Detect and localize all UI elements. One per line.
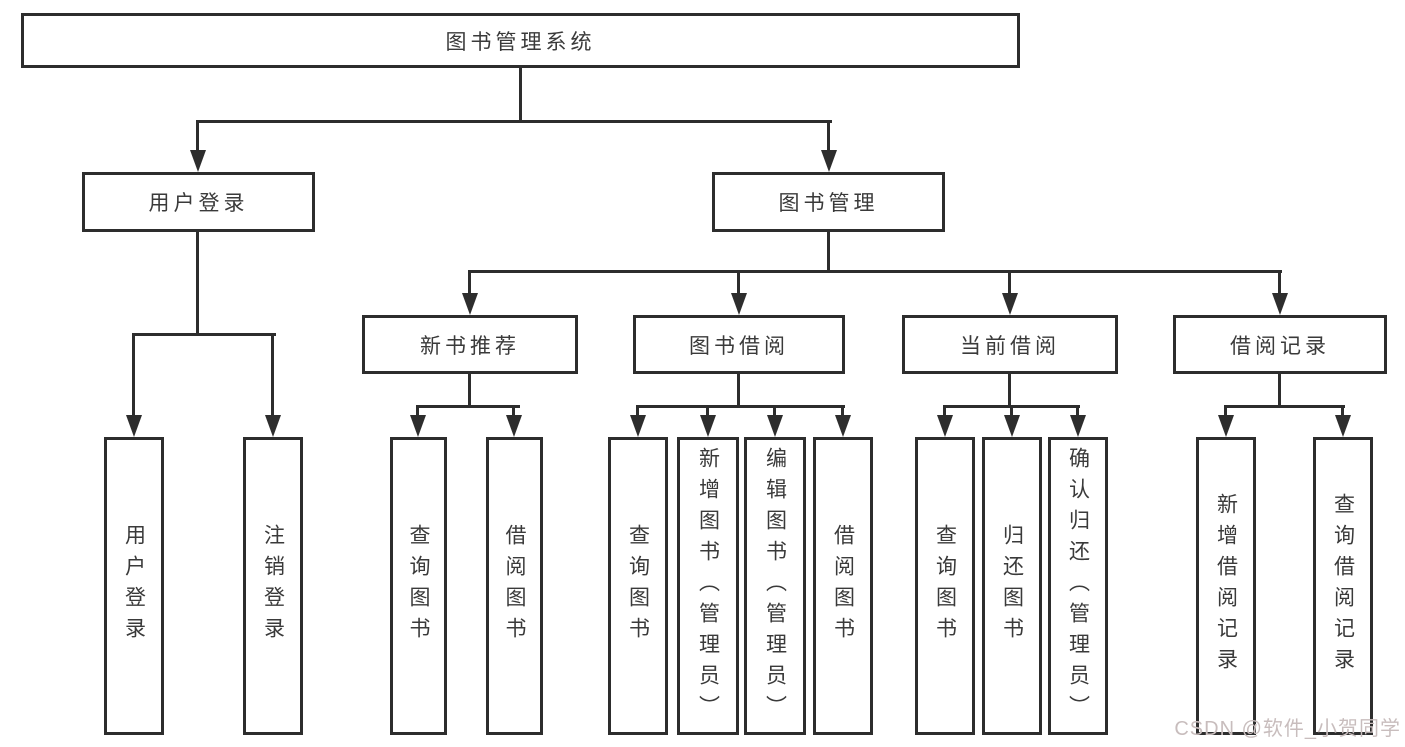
leaf-nbr-borrow-books: 借阅图书 xyxy=(486,437,543,735)
leaf-bb-add-books-admin-label: 新增图书（管理员） xyxy=(696,446,720,726)
arrowhead-down xyxy=(265,415,281,437)
arrowhead-down xyxy=(410,415,426,437)
arrowhead-down xyxy=(1335,415,1351,437)
leaf-cb-query-books-label: 查询图书 xyxy=(933,524,957,648)
connector-line xyxy=(416,405,520,408)
arrowhead-down xyxy=(506,415,522,437)
arrowhead-down xyxy=(126,415,142,437)
node-current-borrow: 当前借阅 xyxy=(902,315,1118,374)
leaf-br-add-record: 新增借阅记录 xyxy=(1196,437,1256,735)
connector-line xyxy=(1278,270,1281,309)
leaf-user-login-label: 用户登录 xyxy=(122,524,146,648)
leaf-nbr-query-books-label: 查询图书 xyxy=(407,524,430,648)
leaf-bb-query-books-label: 查询图书 xyxy=(626,524,650,648)
leaf-bb-edit-books-admin: 编辑图书（管理员） xyxy=(744,437,806,735)
connector-line xyxy=(196,232,199,333)
leaf-nbr-borrow-books-label: 借阅图书 xyxy=(503,524,526,648)
leaf-bb-borrow-books-label: 借阅图书 xyxy=(831,524,855,648)
leaf-cb-confirm-return-admin: 确认归还（管理员） xyxy=(1048,437,1108,735)
leaf-nbr-query-books: 查询图书 xyxy=(390,437,447,735)
connector-line xyxy=(737,374,740,405)
connector-line xyxy=(827,232,830,270)
connector-line xyxy=(196,120,199,166)
connector-line xyxy=(196,120,832,123)
connector-line xyxy=(636,405,845,408)
leaf-logout: 注销登录 xyxy=(243,437,303,735)
connector-line xyxy=(737,270,740,309)
arrowhead-down xyxy=(700,415,716,437)
connector-line xyxy=(132,333,135,431)
connector-line xyxy=(468,270,471,309)
leaf-bb-edit-books-admin-label: 编辑图书（管理员） xyxy=(763,446,787,726)
arrowhead-down xyxy=(190,150,206,172)
arrowhead-down xyxy=(767,415,783,437)
leaf-bb-add-books-admin: 新增图书（管理员） xyxy=(677,437,739,735)
arrowhead-down xyxy=(630,415,646,437)
arrowhead-down xyxy=(1004,415,1020,437)
node-book-borrow: 图书借阅 xyxy=(633,315,845,374)
leaf-br-query-record: 查询借阅记录 xyxy=(1313,437,1373,735)
node-root: 图书管理系统 xyxy=(21,13,1020,68)
arrowhead-down xyxy=(937,415,953,437)
connector-line xyxy=(468,270,1282,273)
leaf-cb-return-books: 归还图书 xyxy=(982,437,1042,735)
arrowhead-down xyxy=(1218,415,1234,437)
node-new-book-recommend: 新书推荐 xyxy=(362,315,578,374)
connector-line xyxy=(271,333,274,431)
connector-line xyxy=(827,120,830,166)
connector-line xyxy=(519,68,522,123)
leaf-logout-label: 注销登录 xyxy=(261,524,285,648)
connector-line xyxy=(1008,374,1011,405)
connector-line xyxy=(468,374,471,405)
leaf-bb-query-books: 查询图书 xyxy=(608,437,668,735)
leaf-bb-borrow-books: 借阅图书 xyxy=(813,437,873,735)
leaf-user-login: 用户登录 xyxy=(104,437,164,735)
leaf-cb-confirm-return-admin-label: 确认归还（管理员） xyxy=(1066,446,1090,726)
connector-line xyxy=(1008,270,1011,309)
node-user-login: 用户登录 xyxy=(82,172,315,232)
node-borrow-records: 借阅记录 xyxy=(1173,315,1387,374)
watermark: CSDN @软件_小贺同学 xyxy=(1174,718,1401,740)
leaf-cb-return-books-label: 归还图书 xyxy=(1000,524,1024,648)
arrowhead-down xyxy=(731,293,747,315)
arrowhead-down xyxy=(1002,293,1018,315)
arrowhead-down xyxy=(835,415,851,437)
leaf-br-query-record-label: 查询借阅记录 xyxy=(1331,493,1355,679)
connector-line xyxy=(132,333,276,336)
connector-line xyxy=(1224,405,1345,408)
leaf-br-add-record-label: 新增借阅记录 xyxy=(1214,493,1238,679)
arrowhead-down xyxy=(462,293,478,315)
arrowhead-down xyxy=(821,150,837,172)
arrowhead-down xyxy=(1070,415,1086,437)
connector-line xyxy=(1278,374,1281,405)
arrowhead-down xyxy=(1272,293,1288,315)
node-book-management: 图书管理 xyxy=(712,172,945,232)
leaf-cb-query-books: 查询图书 xyxy=(915,437,975,735)
